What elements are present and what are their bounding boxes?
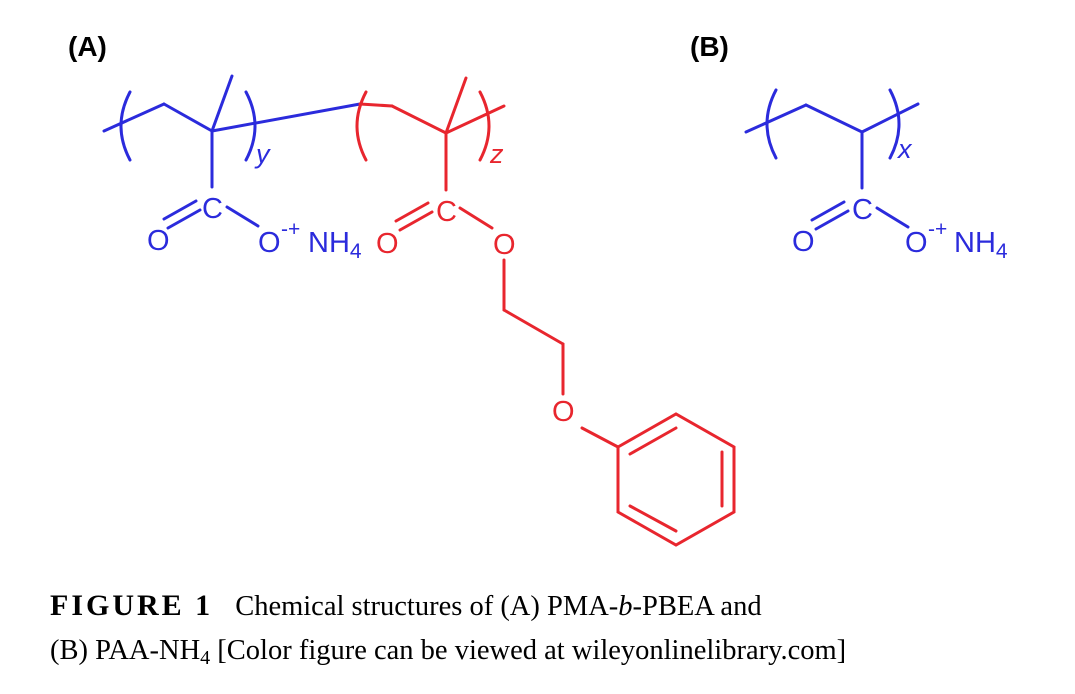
right-bracket-b	[888, 88, 901, 160]
left-bracket-a1	[119, 90, 132, 162]
figure-caption: FIGURE 1 Chemical structures of (A) PMA-b…	[50, 584, 1050, 673]
caption-text-1-end: -PBEA and	[632, 591, 762, 622]
repeat-index-y: y	[254, 139, 271, 169]
structure-b-atoms: C O O -+ NH4 x	[792, 134, 1008, 263]
left-bracket-b	[765, 88, 778, 160]
caption-text-1: Chemical structures of (A) PMA-	[235, 591, 619, 622]
caption-text-2: (B) PAA-NH	[50, 635, 201, 666]
panel-label-b: (B)	[690, 31, 729, 62]
ester-oxygen-a2: O	[493, 229, 516, 261]
structure-a-blue-atoms: C O O -+ NH4 y	[147, 139, 362, 263]
figure-label: FIGURE 1	[50, 589, 214, 622]
structure-a-red-atoms: C O O O z	[376, 139, 575, 428]
structure-a-red-block	[355, 76, 736, 547]
caption-italic-b: b	[618, 591, 633, 622]
caption-line-2: (B) PAA-NH4 [Color figure can be viewed …	[50, 629, 1050, 673]
ammonium-label-a1: NH4	[308, 227, 362, 263]
caption-text-2-end: [Color figure can be viewed at wileyonli…	[210, 635, 847, 666]
right-bracket-a1	[244, 90, 257, 162]
carbon-atom-b: C	[852, 194, 873, 226]
carbonyl-oxygen-a2: O	[376, 228, 399, 260]
ether-oxygen: O	[552, 396, 575, 428]
carbonyl-oxygen-a1: O	[147, 225, 170, 257]
caption-line-1: FIGURE 1 Chemical structures of (A) PMA-b…	[50, 584, 1050, 629]
right-bracket-a2	[478, 90, 491, 162]
ester-oxygen-b: O	[905, 227, 928, 259]
repeat-index-z: z	[489, 139, 504, 169]
charge-label-b: -+	[928, 218, 947, 241]
repeat-index-x: x	[896, 134, 913, 164]
carbon-atom-a1: C	[202, 193, 223, 225]
carbonyl-oxygen-b: O	[792, 226, 815, 258]
structure-b	[744, 88, 920, 231]
left-bracket-a2	[355, 90, 368, 162]
caption-subscript-4: 4	[200, 647, 211, 669]
benzene-ring	[616, 412, 736, 547]
charge-label-a1: -+	[281, 218, 300, 241]
panel-label-a: (A)	[68, 31, 107, 62]
ester-oxygen-a1: O	[258, 227, 281, 259]
carbon-atom-a2: C	[436, 196, 457, 228]
structure-a-blue-block	[102, 74, 362, 230]
ammonium-label-b: NH4	[954, 227, 1008, 263]
